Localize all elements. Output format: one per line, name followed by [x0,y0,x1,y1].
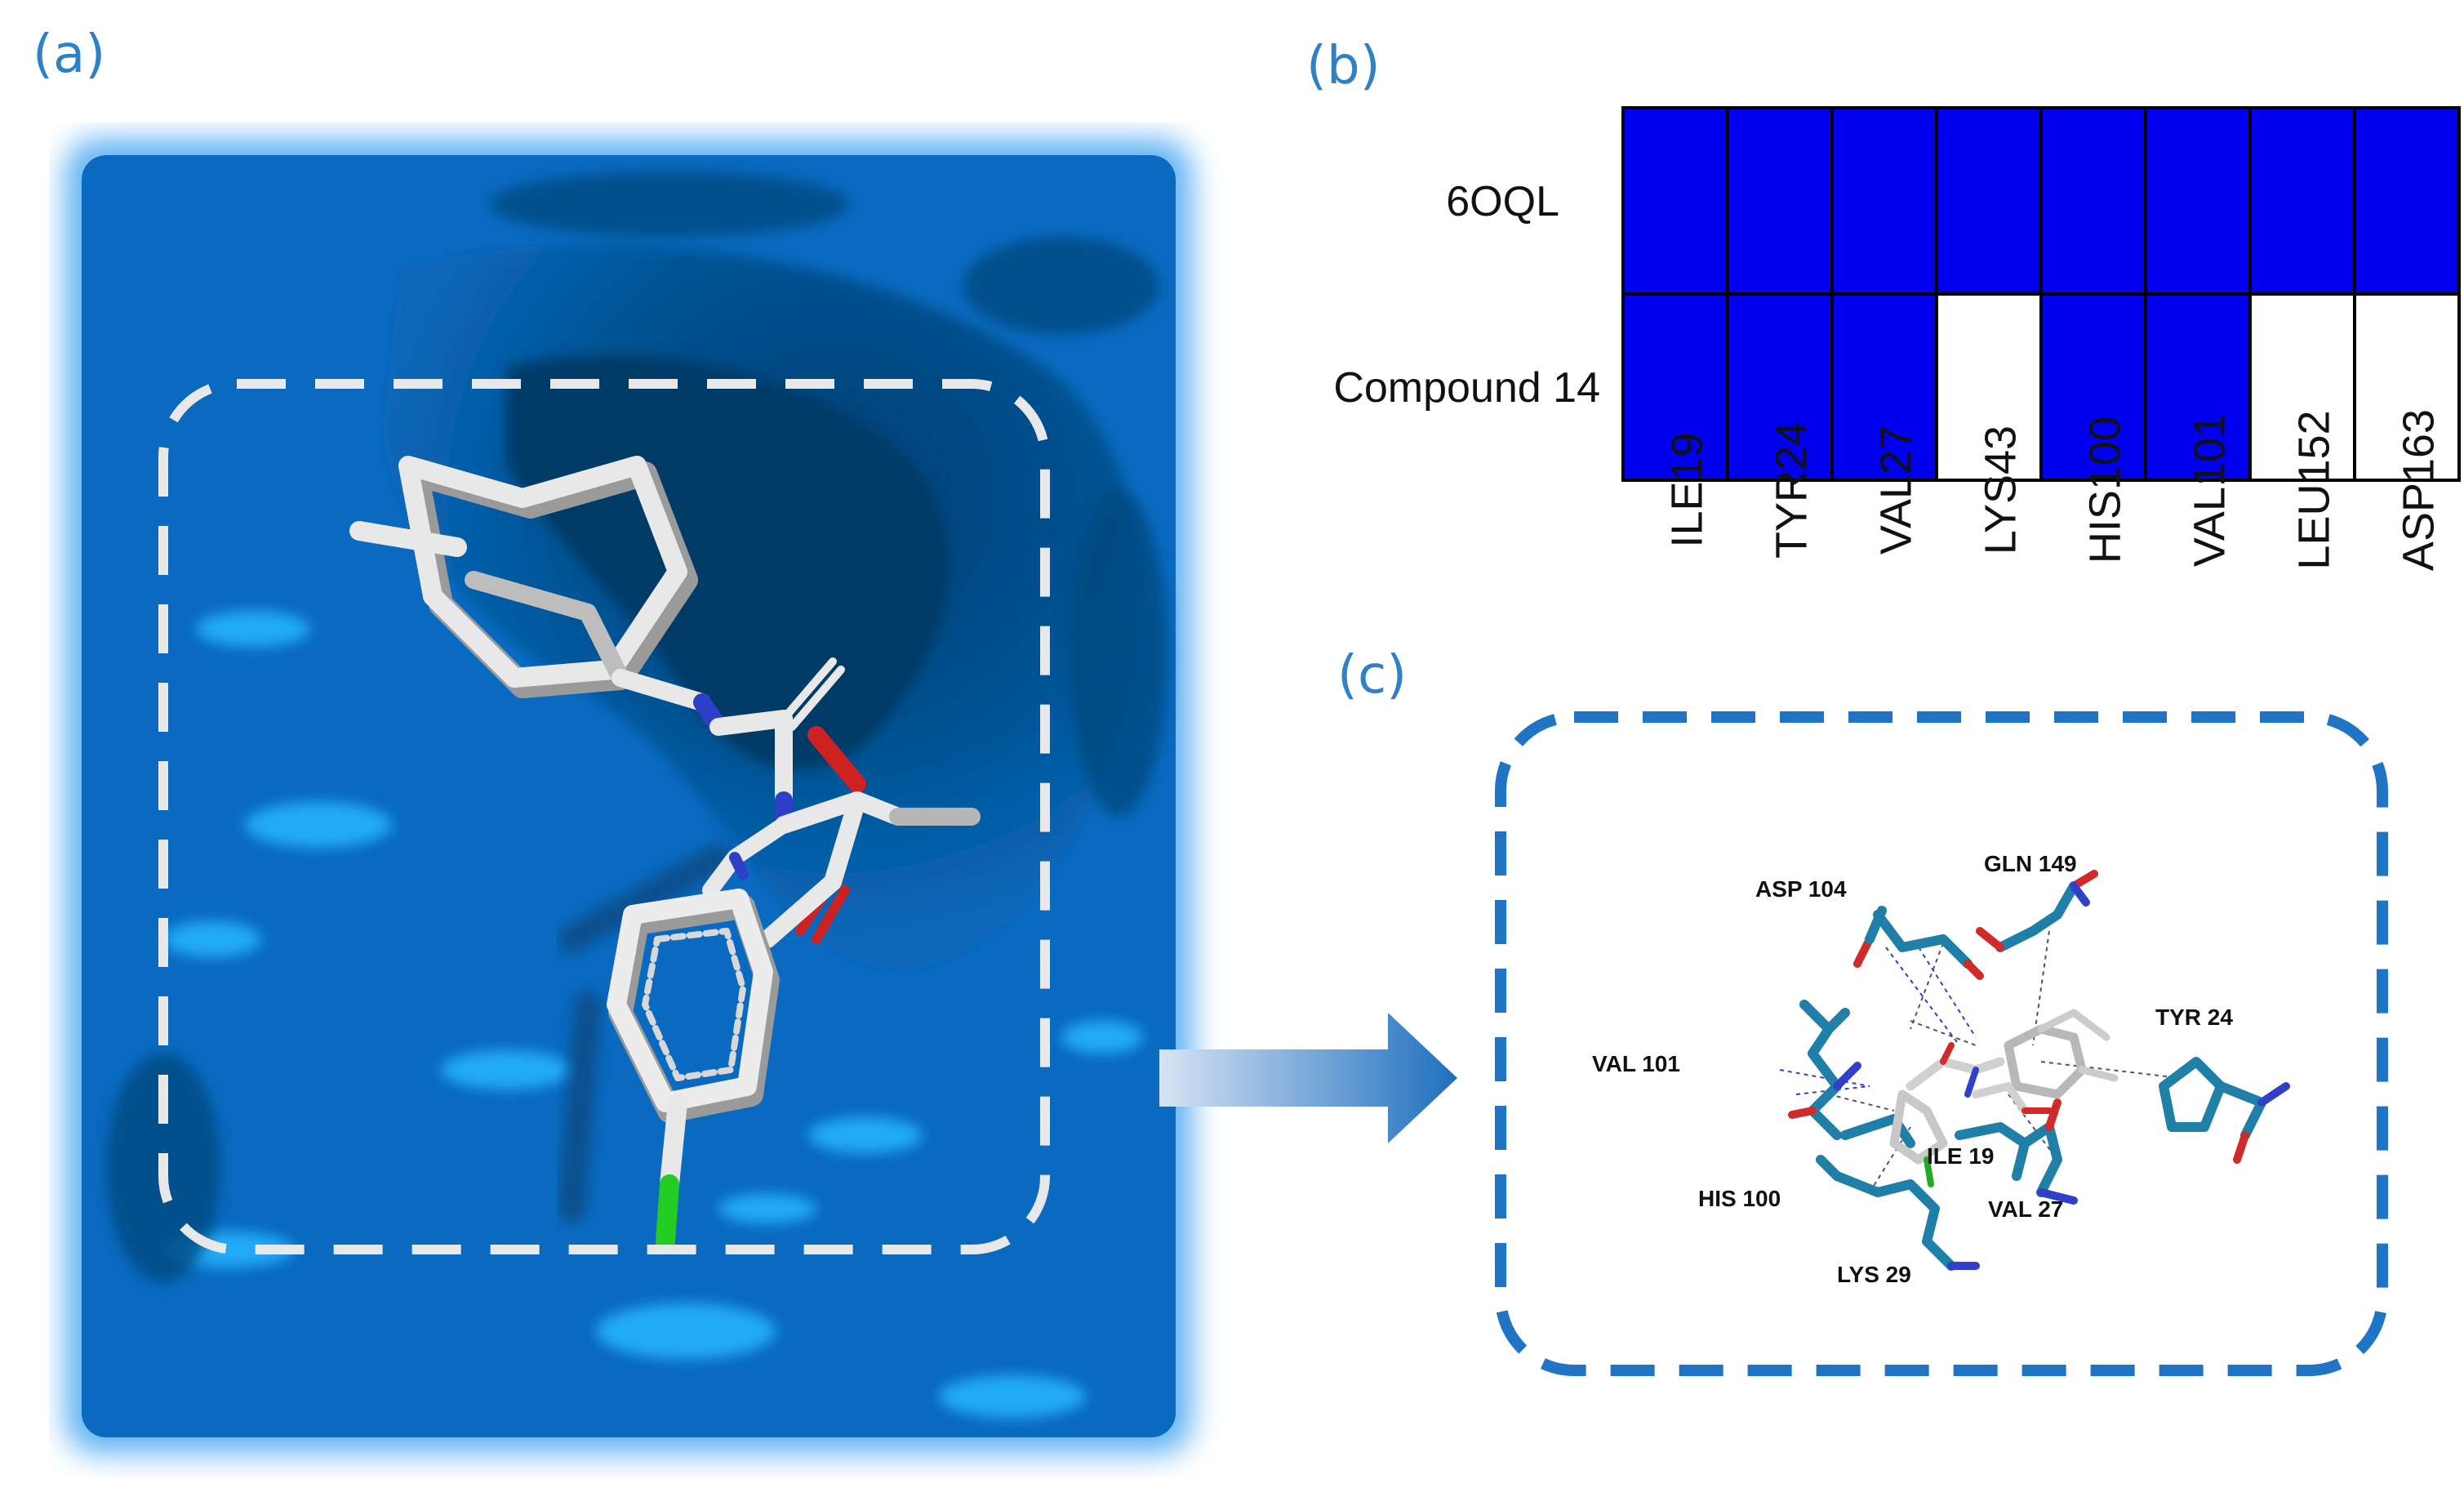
heatmap-cell [2144,106,2252,296]
heatmap-cell [1726,106,1834,296]
heatmap-column-label: VAL27 [1871,425,1920,555]
heatmap-cell [1935,292,2043,482]
heatmap-cell [1935,106,2043,296]
heatmap-cell [1726,292,1834,482]
heatmap-cell [2248,106,2356,296]
heatmap-column-label: TYR24 [1767,421,1816,559]
interaction-dashed-box [1495,711,2388,1376]
heatmap-cell [2039,106,2147,296]
label-val27: VAL 27 [1988,1196,2063,1222]
heatmap-row-label: 6OQL [1446,178,1559,225]
binding-site-dashed-box [158,379,1050,1254]
interaction-3d-view: ASP 104 GLN 149 TYR 24 VAL 101 ILE 19 HI… [1495,711,2388,1376]
heatmap-column-label: ILE19 [1662,432,1711,547]
heatmap-cell [1621,106,1729,296]
ligand-compound [349,456,981,1251]
label-lys29: LYS 29 [1837,1262,1911,1287]
heatmap-column-label: VAL101 [2185,413,2234,567]
label-val101: VAL 101 [1592,1051,1680,1076]
heatmap-column-label: ASP163 [2394,409,2443,571]
panel-label-c: (c) [1337,645,1408,706]
protein-surface-view [65,139,1192,1454]
heatmap-column-label: LEU152 [2289,410,2338,569]
heatmap-row-label: Compound 14 [1333,364,1600,412]
arrow-to-panel-c [1159,1013,1457,1143]
label-gln149: GLN 149 [1984,851,2077,876]
heatmap-column-label: LYS43 [1976,425,2025,555]
label-tyr24: TYR 24 [2155,1005,2233,1030]
label-his100: HIS 100 [1698,1186,1781,1211]
label-ile19: ILE 19 [1927,1143,1994,1169]
panel-label-a: (a) [33,25,106,85]
heatmap-cell [2353,106,2461,296]
heatmap-column-label: HIS100 [2080,417,2129,564]
heatmap-cell [2144,292,2252,482]
panel-label-b: (b) [1306,36,1381,96]
heatmap-cell [1830,106,1938,296]
heatmap-cell [2353,292,2461,482]
label-asp104: ASP 104 [1755,876,1847,902]
interaction-heatmap: 6OQL Compound 14 ILE19 TYR24 VAL27 LYS43 HIS1… [1333,106,2461,571]
